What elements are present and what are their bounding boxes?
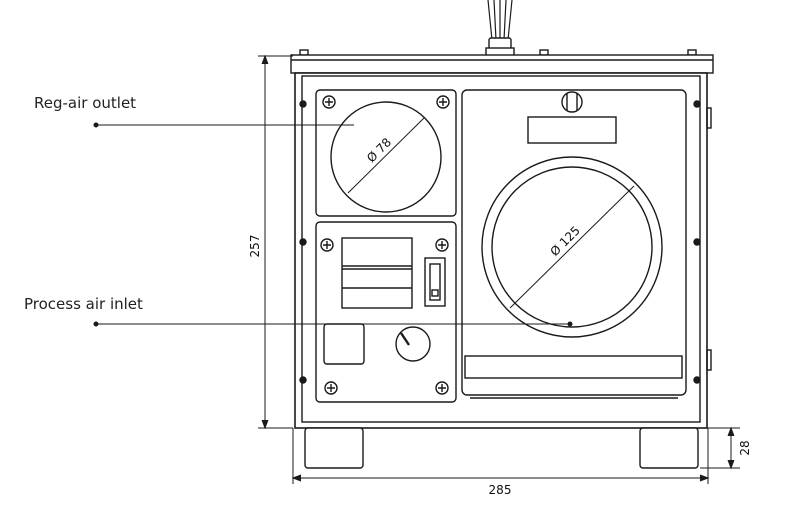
process-air-inlet-label: Process air inlet [24,295,143,313]
dimension-lines [258,54,740,484]
right-panel [461,89,687,399]
dim-height-label: 257 [248,235,262,258]
feet [304,427,699,469]
housing-screws [299,100,701,384]
dim-width-label: 285 [489,483,512,497]
top-hose [485,0,515,57]
housing [294,72,712,429]
panel-screws-upper [322,95,450,109]
left-upper-panel [315,89,457,217]
panel-screws-lower [320,238,449,395]
left-lower-panel [315,221,457,403]
dim-foot-label: 28 [738,440,752,455]
callout-leaders [93,122,573,327]
reg-air-outlet-label: Reg-air outlet [34,94,137,112]
